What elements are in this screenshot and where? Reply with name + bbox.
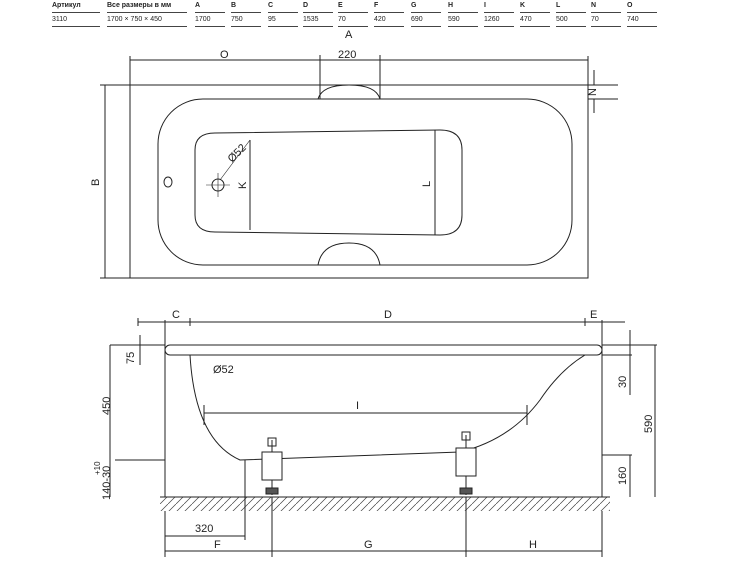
label-L: L [421, 181, 433, 187]
table-header: Артикул [52, 2, 81, 9]
label-N: N [587, 88, 599, 96]
table-value: 1535 [303, 16, 319, 23]
label-D: D [384, 309, 392, 321]
table-value: 500 [556, 16, 568, 23]
label-C: C [172, 309, 180, 321]
table-value: 95 [268, 16, 276, 23]
dimension-table: Артикул 3110 Все размеры в мм 1700 × 750 × … [0, 0, 750, 30]
overflow-icon [163, 176, 173, 188]
label-O: O [220, 49, 229, 61]
label-30: 30 [617, 376, 629, 388]
table-rule [484, 12, 514, 13]
label-I: I [356, 400, 359, 412]
table-rule [411, 12, 441, 13]
table-rule [484, 26, 514, 27]
table-rule [556, 26, 586, 27]
tub-outline [129, 84, 589, 279]
table-rule [268, 12, 298, 13]
floor-hatch [160, 497, 610, 511]
table-rule [627, 12, 657, 13]
table-value: 1700 [195, 16, 211, 23]
table-rule [448, 12, 478, 13]
table-value: 750 [231, 16, 243, 23]
leg-left [261, 437, 283, 495]
label-tolerance: +10 [93, 461, 102, 475]
table-rule [627, 26, 657, 27]
table-rule [52, 26, 100, 27]
table-header: G [411, 2, 417, 9]
table-rule [107, 12, 187, 13]
table-header: Все размеры в мм [107, 2, 172, 9]
table-header: H [448, 2, 454, 9]
table-rule [556, 12, 586, 13]
table-header: N [591, 2, 597, 9]
table-value: 70 [591, 16, 599, 23]
table-rule [374, 12, 404, 13]
label-K: K [237, 181, 249, 189]
table-rule [338, 26, 368, 27]
label-A: A [345, 29, 353, 41]
table-value: 470 [520, 16, 532, 23]
table-rule [520, 12, 550, 13]
table-value: 420 [374, 16, 386, 23]
table-rule [591, 12, 621, 13]
tub-rim [164, 344, 603, 356]
label-H: H [529, 539, 537, 551]
label-450: 450 [101, 397, 113, 415]
table-rule [195, 12, 225, 13]
label-75: 75 [125, 352, 137, 364]
table-rule [195, 26, 225, 27]
table-rule [448, 26, 478, 27]
label-320: 320 [195, 523, 213, 535]
table-rule [231, 26, 261, 27]
label-590: 590 [643, 415, 655, 433]
table-rule [338, 12, 368, 13]
table-rule [591, 26, 621, 27]
label-G: G [364, 539, 373, 551]
top-handle [317, 84, 381, 100]
side-view: C D E I Ø52 75 450 140-30 +10 30 590 160… [93, 309, 657, 557]
table-header: B [231, 2, 237, 9]
basin-outline [194, 129, 463, 236]
table-rule [520, 26, 550, 27]
bottom-handle [317, 242, 381, 266]
table-rule [303, 12, 333, 13]
table-value: 740 [627, 16, 639, 23]
table-header: K [520, 2, 526, 9]
label-140: 140-30 [101, 466, 113, 500]
table-rule [374, 26, 404, 27]
table-header: D [303, 2, 309, 9]
table-value: 3110 [52, 16, 68, 23]
table-header: I [484, 2, 486, 9]
label-E: E [590, 309, 597, 321]
table-header: C [268, 2, 274, 9]
table-rule [411, 26, 441, 27]
top-view: A O 220 B Ø52 K L N [90, 29, 618, 279]
label-F: F [214, 539, 221, 551]
table-header: L [556, 2, 561, 9]
table-rule [231, 12, 261, 13]
label-d52-side: Ø52 [213, 364, 234, 376]
label-160: 160 [617, 467, 629, 485]
label-B: B [90, 179, 102, 186]
table-header: E [338, 2, 343, 9]
label-d52: Ø52 [226, 142, 249, 165]
label-220: 220 [338, 49, 356, 61]
table-value: 1700 × 750 × 450 [107, 16, 162, 23]
table-rule [107, 26, 187, 27]
table-value: 1260 [484, 16, 500, 23]
table-rule [268, 26, 298, 27]
table-rule [303, 26, 333, 27]
table-value: 690 [411, 16, 423, 23]
table-header: A [195, 2, 201, 9]
leg-right [455, 431, 477, 495]
table-rule [52, 12, 100, 13]
table-header: F [374, 2, 379, 9]
table-value: 590 [448, 16, 460, 23]
table-value: 70 [338, 16, 346, 23]
table-header: O [627, 2, 633, 9]
